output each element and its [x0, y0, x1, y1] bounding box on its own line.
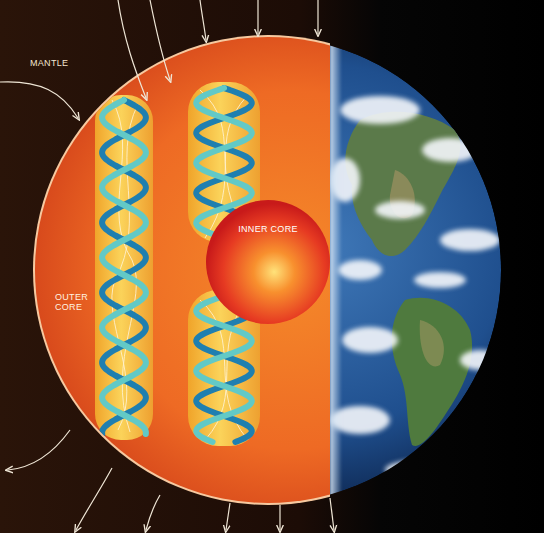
- inner-core-sphere: INNER CORE: [206, 200, 330, 324]
- helix-ribbon: [102, 100, 146, 434]
- region-label: MANTLE: [30, 58, 68, 68]
- sphere-shape: [206, 200, 330, 324]
- outer-core-region: INNER CORE OUTER CORE: [35, 37, 501, 503]
- inner-core-circle: [206, 200, 330, 324]
- region-label: OUTER CORE: [55, 292, 93, 313]
- helix-ribbon: [102, 100, 146, 434]
- region-label: INNER CORE: [206, 224, 330, 234]
